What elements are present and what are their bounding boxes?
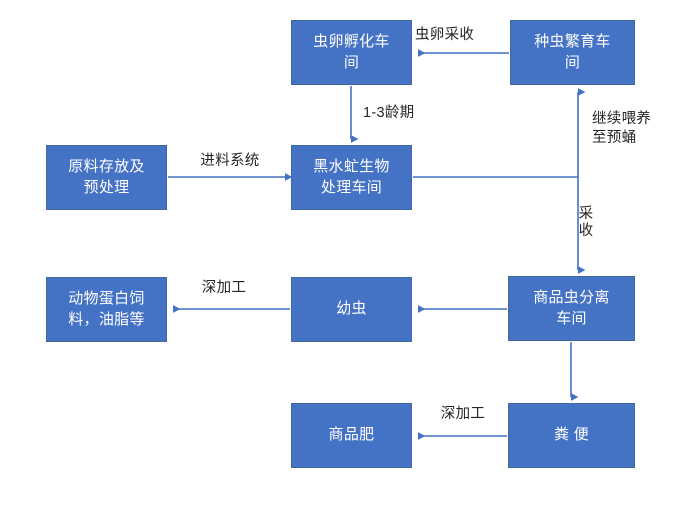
node-manure[interactable]: 粪 便	[508, 403, 635, 468]
node-insect-separation[interactable]: 商品虫分离 车间	[508, 276, 635, 341]
edge-label-instar-1-3: 1-3龄期	[363, 105, 415, 121]
edge-label-continue-feeding: 继续喂养 至预蛹	[592, 111, 652, 146]
edge-label-deep-process-larvae: 深加工	[201, 280, 247, 296]
node-breeding[interactable]: 种虫繁育车 间	[510, 20, 635, 85]
edge-label-egg-collection: 虫卵采收	[415, 27, 475, 43]
edge-label-harvest: 采 收	[578, 206, 594, 239]
node-bsf-treatment[interactable]: 黑水虻生物 处理车间	[291, 145, 412, 210]
node-commercial-fertilizer[interactable]: 商品肥	[291, 403, 412, 468]
edge-label-deep-process-manure: 深加工	[440, 406, 486, 422]
node-larvae[interactable]: 幼虫	[291, 277, 412, 342]
node-egg-hatching[interactable]: 虫卵孵化车 间	[291, 20, 412, 85]
node-raw-material[interactable]: 原料存放及 预处理	[46, 145, 167, 210]
node-animal-protein[interactable]: 动物蛋白饲 料，油脂等	[46, 277, 167, 342]
edge-label-feeding-system: 进料系统	[200, 153, 260, 169]
